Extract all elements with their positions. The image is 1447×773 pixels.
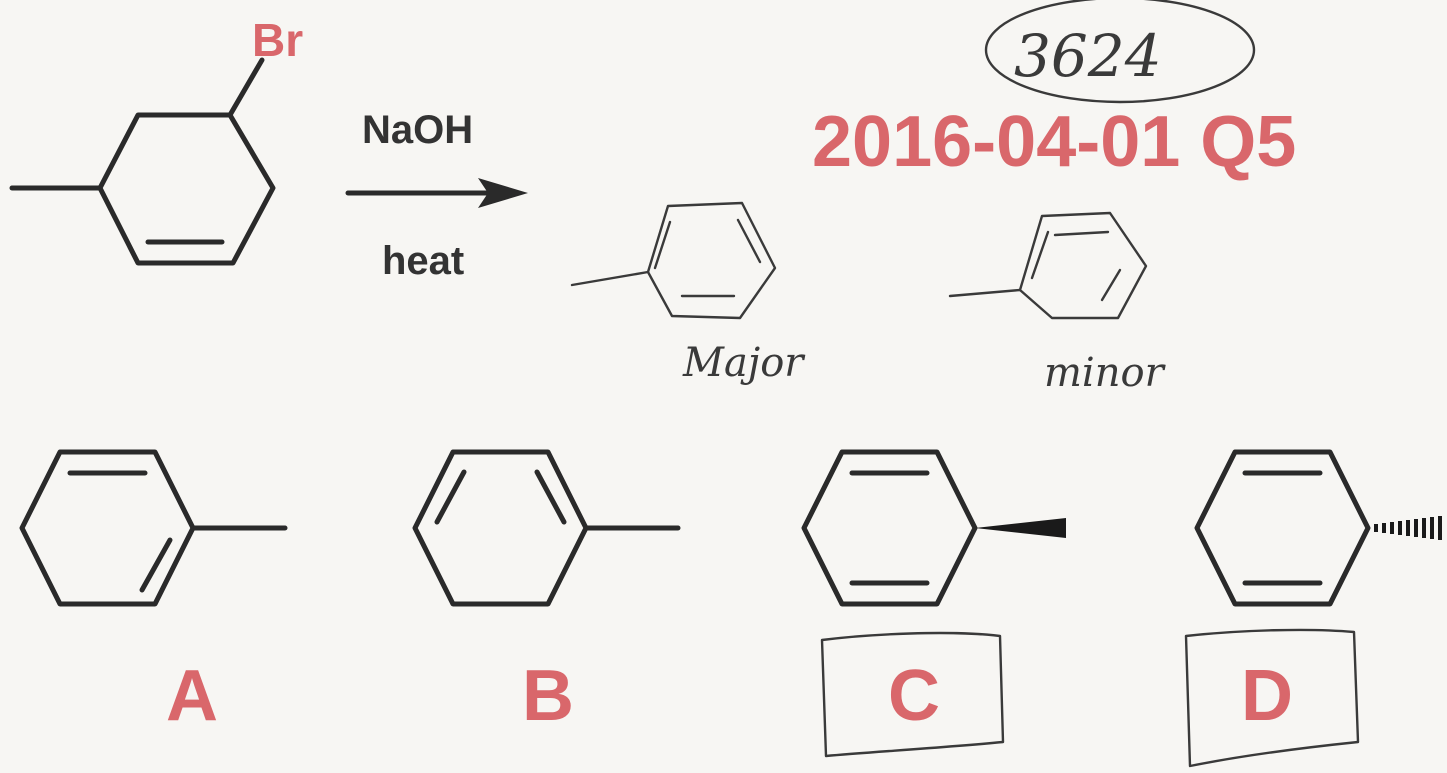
bromine-bond — [227, 57, 265, 118]
reaction-arrow-group: NaOH heat — [345, 108, 528, 283]
condition-label: heat — [382, 239, 464, 283]
major-double-bond-1 — [736, 218, 762, 264]
choice-d-answer-box — [1184, 628, 1360, 768]
major-product-sketch: Major — [570, 201, 806, 386]
choice-b[interactable]: B — [412, 449, 681, 736]
major-label: Major — [682, 340, 806, 386]
minor-double-bond-2 — [1100, 268, 1122, 302]
choice-b-double-bond-1 — [434, 469, 467, 525]
choice-c-label: C — [888, 656, 940, 736]
handwritten-id: 3624 — [1014, 22, 1162, 90]
minor-double-bond-1 — [1053, 230, 1110, 237]
minor-label: minor — [1044, 350, 1167, 396]
choice-b-ring — [412, 449, 589, 607]
choice-a-ring — [19, 449, 196, 607]
choice-d-ring — [1194, 449, 1371, 607]
choice-a-label: A — [166, 656, 218, 736]
starting-material: Br — [9, 14, 303, 266]
choice-c-wedge-bond — [975, 518, 1066, 538]
major-methyl — [570, 270, 650, 287]
minor-double-bond-3 — [1030, 230, 1050, 280]
reagent-label: NaOH — [362, 108, 473, 152]
question-header: 3624 2016-04-01 Q5 — [812, 0, 1296, 182]
choice-b-label: B — [522, 656, 574, 736]
choice-c-ring — [801, 449, 978, 607]
choice-d-hash-bond — [1374, 516, 1442, 540]
choice-a[interactable]: A — [19, 449, 288, 736]
minor-product-sketch: minor — [948, 211, 1167, 396]
choice-d-label: D — [1241, 656, 1293, 736]
minor-methyl — [948, 288, 1022, 298]
choice-d[interactable]: D — [1184, 449, 1442, 768]
major-double-bond-3 — [653, 220, 672, 270]
choice-a-double-bond-2 — [139, 537, 173, 593]
handwritten-circle — [984, 0, 1256, 104]
major-ring — [646, 201, 777, 320]
minor-ring — [1018, 211, 1148, 320]
choice-c[interactable]: C — [801, 449, 1066, 758]
choice-c-answer-box — [820, 631, 1005, 758]
choice-b-double-bond-2 — [534, 469, 567, 525]
question-id: 2016-04-01 Q5 — [812, 102, 1296, 182]
reaction-arrow-head — [478, 178, 528, 208]
ring-bonds — [97, 112, 276, 266]
bromine-label: Br — [252, 14, 303, 66]
